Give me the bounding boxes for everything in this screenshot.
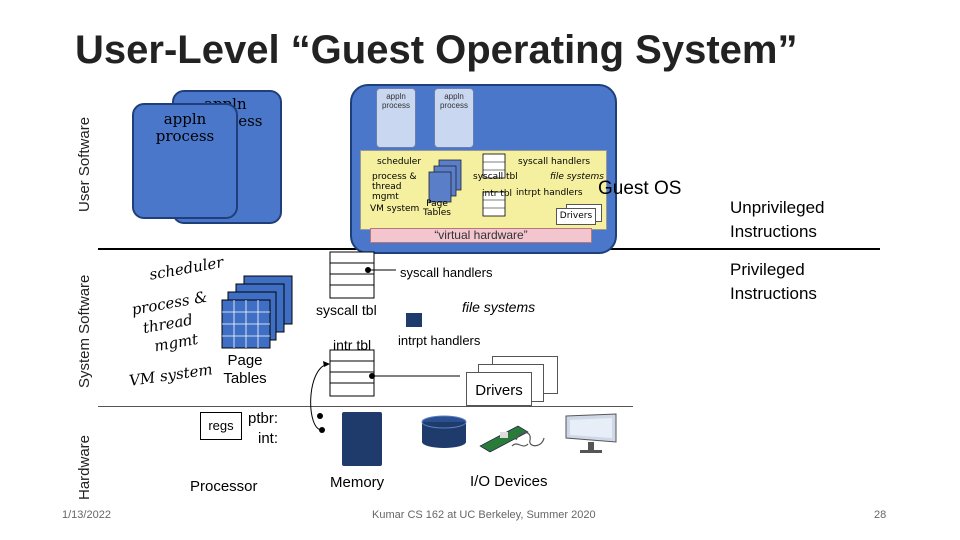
guest-intr-tbl-label: intr tbl [482, 189, 513, 199]
user-software-label: User Software [76, 116, 93, 212]
page-tables-line-2: Tables [223, 370, 267, 387]
monitor-icon [565, 413, 617, 453]
unprivileged-line-2: Instructions [730, 222, 817, 241]
io-devices-icons [421, 413, 617, 453]
network-card-icon [479, 425, 529, 453]
cable-icon [511, 431, 545, 447]
disk-icon [421, 415, 467, 448]
privileged-line-1: Privileged [730, 260, 805, 279]
guest-page-tables-icon [428, 159, 462, 203]
page-tables-icon [221, 275, 293, 349]
virtual-hardware-label: “virtual hardware” [370, 228, 592, 243]
scheduler-label: scheduler [148, 253, 225, 284]
hardware-label: Hardware [76, 434, 93, 500]
system-hardware-divider [98, 406, 633, 407]
intrpt-handlers-label: intrpt handlers [398, 333, 481, 348]
page-tables-label: Page Tables [222, 352, 268, 388]
unprivileged-instructions-label: Unprivileged Instructions [730, 196, 825, 244]
guest-syscall-handlers-label: syscall handlers [518, 157, 591, 167]
guest-process-front: appln process [132, 103, 238, 219]
slide-title: User-Level “Guest Operating System” [75, 28, 798, 72]
guest-drivers-label: Drivers [556, 208, 596, 225]
guest-file-systems-label: file systems [550, 172, 604, 182]
guest-mini-process-2: appln process [434, 88, 474, 148]
memory-label: Memory [330, 474, 385, 491]
system-software-label: System Software [76, 274, 93, 388]
processor-label: Processor [190, 478, 258, 495]
file-systems-label: file systems [462, 299, 536, 315]
slide-date: 1/13/2022 [62, 509, 111, 521]
privileged-instructions-label: Privileged Instructions [730, 258, 817, 306]
handler-block-icon [406, 313, 422, 327]
slide-page-number: 28 [874, 509, 887, 521]
guest-vm-label: VM system [370, 204, 420, 214]
process-thread-mgmt-label: process & thread mgmt [130, 287, 216, 359]
guest-mini-process-1: appln process [376, 88, 416, 148]
guest-tables-icon [482, 153, 506, 217]
page-tables-line-1: Page [227, 352, 263, 369]
guest-page-tables-label: Page Tables [423, 199, 451, 218]
drivers-label: Drivers [466, 372, 532, 406]
io-devices-label: I/O Devices [470, 473, 548, 490]
privileged-line-2: Instructions [730, 284, 817, 303]
int-label: int: [258, 430, 279, 447]
guest-process-front-label: appln process [155, 110, 215, 145]
regs-box: regs [200, 412, 242, 440]
slide-course: Kumar CS 162 at UC Berkeley, Summer 2020 [372, 509, 596, 521]
guest-pthread-label: process & thread mgmt [372, 172, 417, 202]
tables-and-arrows [310, 251, 460, 433]
ptbr-label: ptbr: [248, 410, 279, 427]
syscall-tbl-label: syscall tbl [316, 302, 377, 318]
guest-os-label: Guest OS [598, 178, 682, 199]
vm-system-label: VM system [128, 360, 214, 390]
guest-scheduler-label: scheduler [377, 157, 422, 167]
intr-tbl-label: intr tbl [333, 337, 372, 353]
guest-intrpt-handlers-label: intrpt handlers [516, 188, 583, 198]
memory-icon [342, 412, 382, 466]
unprivileged-line-1: Unprivileged [730, 198, 825, 217]
syscall-handlers-label: syscall handlers [400, 265, 493, 280]
guest-syscall-tbl-label: syscall tbl [473, 172, 518, 182]
